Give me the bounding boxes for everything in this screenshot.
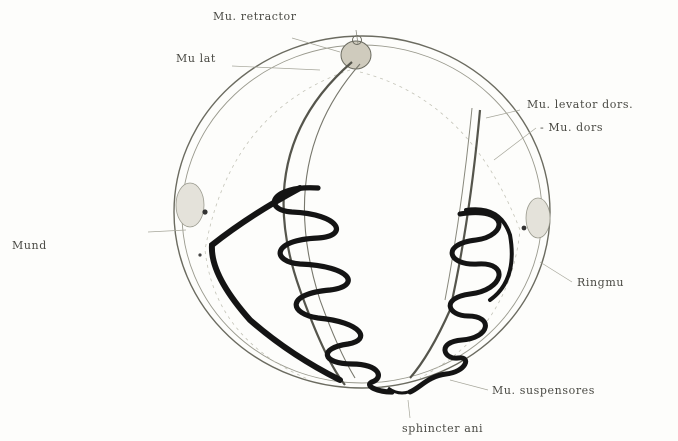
label-ringmu: Ringmu [577, 277, 624, 288]
label-mu-lat: Mu lat [176, 53, 216, 64]
mu-lat-strand [284, 62, 352, 385]
label-mu-dors: - Mu. dors [540, 122, 603, 133]
label-mu-suspensores: Mu. suspensores [492, 385, 595, 396]
label-mund: Mund [12, 240, 47, 251]
intestine-coil-left [274, 188, 392, 392]
lateral-bulge-left [176, 183, 204, 227]
label-mu-levator-dors: Mu. levator dors. [527, 99, 633, 110]
lateral-bulge-right [526, 198, 550, 238]
label-sphincter-ani: sphincter ani [402, 423, 483, 434]
label-mu-retractor: Mu. retractor [213, 11, 297, 22]
